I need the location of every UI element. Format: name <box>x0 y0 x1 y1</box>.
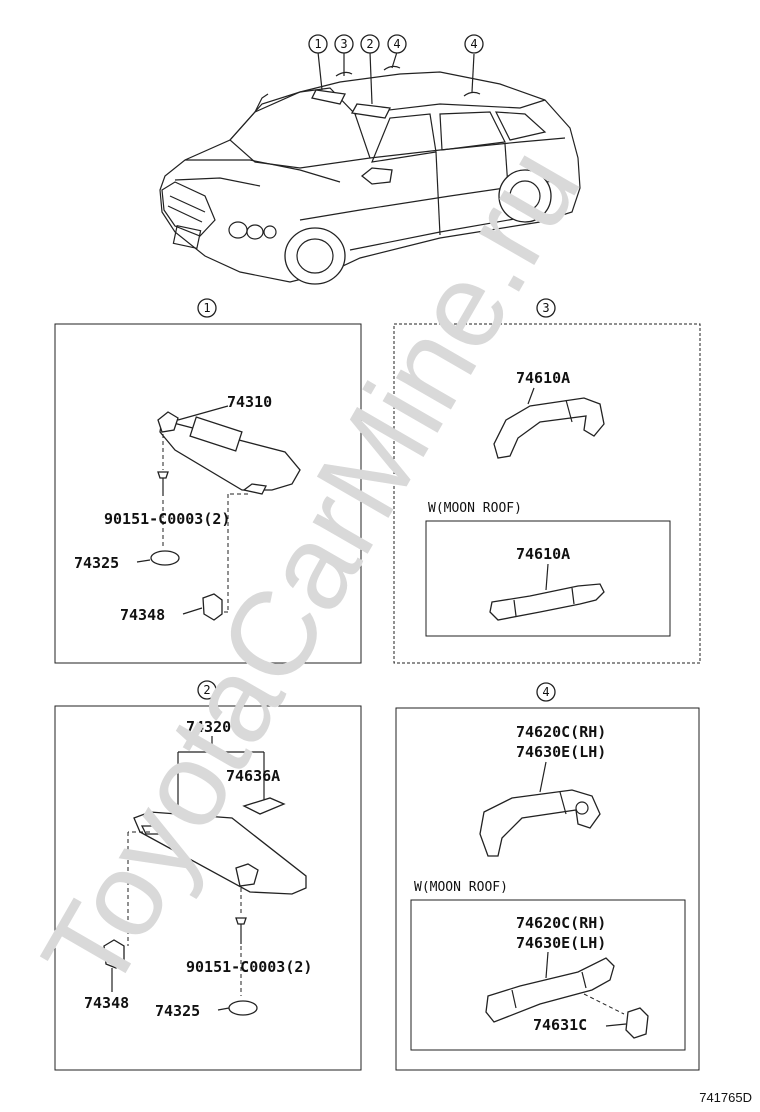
moonroof-variant-box-p3 <box>425 520 671 637</box>
panel-3: 3 74610A W(MOON ROOF) 74610A <box>393 298 701 664</box>
part-74636a: 74636A <box>226 767 280 785</box>
part-74630e-lh: 74630E(LH) <box>516 743 606 761</box>
callout-4a: 4 <box>393 37 400 51</box>
overview-callouts: 1 3 2 4 4 <box>308 34 484 54</box>
panel-1: 1 74310 90151-C0003(2) 74325 74348 <box>54 298 362 664</box>
part-74348-p1: 74348 <box>120 606 165 624</box>
panel-2: 2 74320 74636A 90151-C0003(2) 74348 7432… <box>54 680 362 1071</box>
panel-4-frame <box>395 707 700 1071</box>
part-74610a: 74610A <box>516 369 570 387</box>
part-74630e-lh-moonroof: 74630E(LH) <box>516 934 606 952</box>
variant-title-p3: W(MOON ROOF) <box>428 501 522 516</box>
part-74620c-rh: 74620C(RH) <box>516 723 606 741</box>
callout-2: 2 <box>366 37 373 51</box>
callout-1: 1 <box>314 37 321 51</box>
panel-3-frame <box>393 323 701 664</box>
moonroof-variant-box-p4 <box>410 899 686 1051</box>
reference-code: 741765D <box>699 1090 752 1105</box>
callout-3: 3 <box>340 37 347 51</box>
panel-1-frame <box>54 323 362 664</box>
panel-4-number: 4 <box>542 685 549 699</box>
part-74320: 74320 <box>186 718 231 736</box>
panel-3-number: 3 <box>542 301 549 315</box>
part-74348-p2: 74348 <box>84 994 129 1012</box>
part-90151-c0003-p2: 90151-C0003(2) <box>186 958 312 976</box>
part-74620c-rh-moonroof: 74620C(RH) <box>516 914 606 932</box>
part-74610a-moonroof: 74610A <box>516 545 570 563</box>
callout-4b: 4 <box>470 37 477 51</box>
panel-2-frame <box>54 705 362 1071</box>
panel-4: 4 74620C(RH) 74630E(LH) W(MOON ROOF) 746… <box>395 682 700 1071</box>
panel-1-number: 1 <box>203 301 210 315</box>
part-74325-p2: 74325 <box>155 1002 200 1020</box>
panel-2-number: 2 <box>203 683 210 697</box>
part-74325-p1: 74325 <box>74 554 119 572</box>
part-74631c: 74631C <box>533 1016 587 1034</box>
part-74310: 74310 <box>227 393 272 411</box>
part-90151-c0003-p1: 90151-C0003(2) <box>104 510 230 528</box>
variant-title-p4: W(MOON ROOF) <box>414 880 508 895</box>
car-overview-illustration <box>159 51 581 285</box>
